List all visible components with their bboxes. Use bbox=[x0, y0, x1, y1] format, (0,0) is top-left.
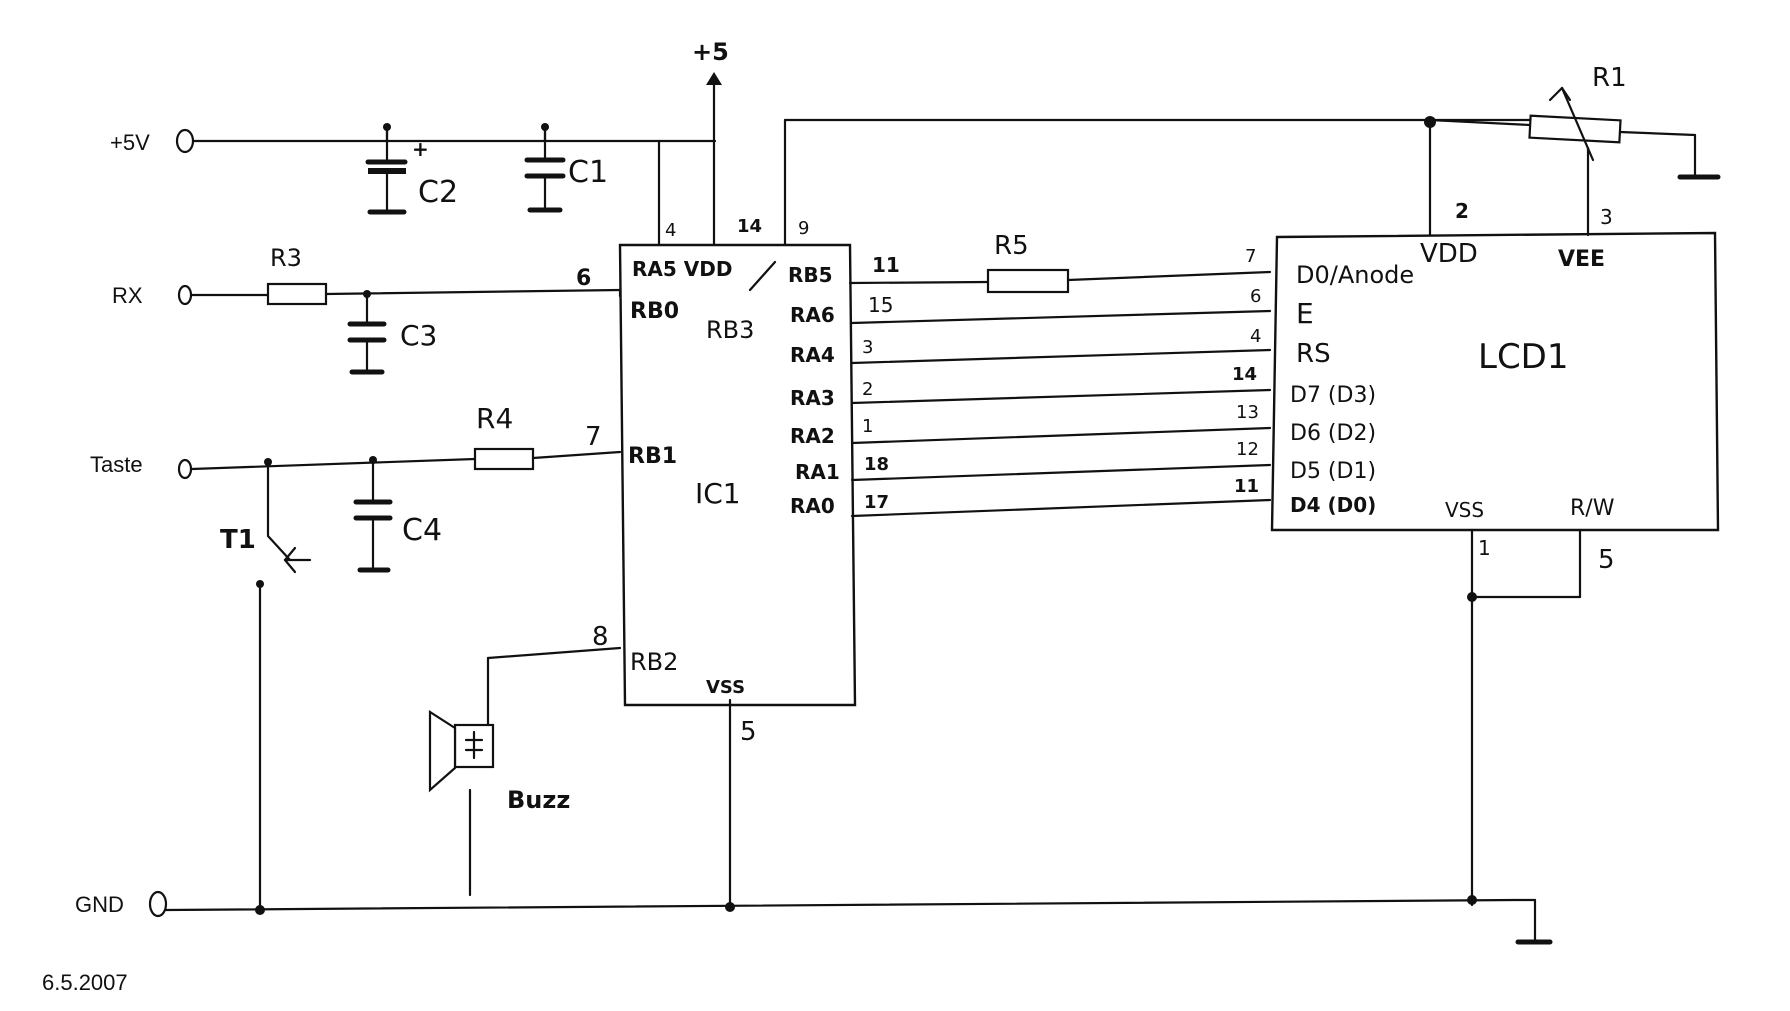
ic1-ra5-vdd: RA5 VDD bbox=[632, 257, 732, 281]
ic1-pin-vss: 5 bbox=[740, 717, 757, 747]
ic1-ra6: RA6 bbox=[790, 303, 835, 327]
buzzer-label: Buzz bbox=[507, 786, 570, 814]
vcc-rail bbox=[183, 98, 717, 247]
ic1-rb0: RB0 bbox=[630, 299, 679, 324]
button-line: Taste T1 R4 C4 bbox=[90, 402, 622, 912]
lcd1-pin-rs: 4 bbox=[1250, 326, 1261, 347]
lcd1-rs: RS bbox=[1296, 339, 1331, 369]
lcd1-pin-d5: 12 bbox=[1236, 439, 1259, 460]
ic1-ra1: RA1 bbox=[795, 460, 840, 484]
ic1-rb5: RB5 bbox=[788, 263, 833, 287]
ic1-pin-ra3: 2 bbox=[862, 379, 873, 400]
r4-label: R4 bbox=[476, 402, 513, 435]
t1-label: T1 bbox=[220, 525, 256, 555]
r5-label: R5 bbox=[994, 231, 1029, 261]
ic1-pin-rb2: 8 bbox=[592, 622, 609, 652]
ic1-vss: VSS bbox=[706, 677, 745, 698]
lcd1-pin-d4: 11 bbox=[1234, 476, 1259, 497]
vcc-label: +5V bbox=[110, 130, 150, 155]
lcd1-d6: D6 (D2) bbox=[1290, 421, 1376, 446]
ic1-pin-ra0: 17 bbox=[864, 492, 889, 513]
lcd1-pin-vss: 1 bbox=[1478, 536, 1491, 560]
gnd-label: GND bbox=[75, 892, 124, 917]
lcd1-d0: D0/Anode bbox=[1296, 261, 1414, 289]
gnd-rail: GND bbox=[75, 890, 1553, 945]
ic1-rb3: RB3 bbox=[706, 316, 754, 344]
capacitor-c2: + C2 bbox=[365, 125, 458, 215]
lcd1-vee: VEE bbox=[1558, 247, 1605, 272]
capacitor-c1: C1 bbox=[524, 125, 608, 213]
ic1-pin-vdd: 14 bbox=[737, 216, 762, 237]
rx-line: RX R3 C3 bbox=[112, 244, 622, 375]
lcd1-rw: R/W bbox=[1570, 496, 1615, 521]
ic1-rb1: RB1 bbox=[628, 444, 677, 469]
ic1-name: IC1 bbox=[695, 477, 741, 510]
supply-label: +5 bbox=[692, 38, 729, 66]
ic1-ra3: RA3 bbox=[790, 386, 835, 410]
ic1-pin-rb1: 7 bbox=[585, 422, 602, 452]
junctions bbox=[363, 116, 1436, 298]
lcd-ground-wire bbox=[1467, 528, 1582, 907]
ic1-pin-rb3: 9 bbox=[798, 218, 809, 239]
lcd1-d7: D7 (D3) bbox=[1290, 383, 1376, 408]
vcc-terminal: +5V bbox=[110, 128, 195, 155]
lcd1-vss: VSS bbox=[1445, 498, 1484, 522]
lcd1-pin-vee: 3 bbox=[1600, 205, 1613, 229]
ic1-pin-ra1: 18 bbox=[864, 454, 889, 475]
ic1-ra2: RA2 bbox=[790, 424, 835, 448]
c2-label: C2 bbox=[418, 175, 458, 210]
lcd1-vdd: VDD bbox=[1420, 239, 1478, 269]
ic1-pin-ra4: 3 bbox=[862, 337, 873, 358]
lcd1: LCD1 VDD VEE D0/Anode E RS D7 (D3) D6 (D… bbox=[1232, 199, 1720, 575]
ic1-pin-ra6: 15 bbox=[868, 293, 893, 317]
lcd1-d4: D4 (D0) bbox=[1290, 493, 1376, 517]
lcd1-pin-d6: 13 bbox=[1236, 402, 1259, 423]
c1-label: C1 bbox=[568, 155, 608, 190]
data-bus: R5 bbox=[848, 231, 1272, 518]
lcd1-d5: D5 (D1) bbox=[1290, 459, 1376, 484]
date-label: 6.5.2007 bbox=[42, 970, 128, 995]
rx-label: RX bbox=[112, 283, 143, 308]
ic1-pin-rb0: 6 bbox=[576, 266, 591, 291]
lcd1-pin-vdd: 2 bbox=[1455, 199, 1469, 223]
r1-label: R1 bbox=[1592, 63, 1627, 93]
lcd1-pin-d7: 14 bbox=[1232, 364, 1257, 385]
ic1-pin-rb5: 11 bbox=[872, 253, 900, 277]
lcd1-pin-rw: 5 bbox=[1598, 545, 1615, 575]
c4-label: C4 bbox=[402, 513, 442, 548]
buzzer: Buzz bbox=[428, 646, 622, 897]
ic1-ra0: RA0 bbox=[790, 494, 835, 518]
lcd1-name: LCD1 bbox=[1478, 337, 1569, 377]
c2-polarity: + bbox=[412, 137, 429, 161]
lcd1-e: E bbox=[1296, 297, 1314, 330]
ic1-pin-ra5: 4 bbox=[665, 220, 676, 241]
potentiometer-r1: R1 bbox=[1528, 63, 1627, 162]
ic1: IC1 RA5 VDD RB0 RB3 RB1 RB2 VSS RB5 RA6 … bbox=[576, 216, 900, 907]
c3-label: C3 bbox=[400, 319, 437, 352]
r3-label: R3 bbox=[270, 244, 302, 272]
ic1-rb2: RB2 bbox=[630, 648, 678, 676]
lcd1-pin-d0: 7 bbox=[1245, 246, 1256, 267]
vdd-wire bbox=[783, 118, 1721, 247]
supply-arrow: +5 bbox=[692, 38, 729, 102]
button-label: Taste bbox=[90, 452, 143, 477]
ic1-ra4: RA4 bbox=[790, 343, 835, 367]
lcd1-pin-e: 6 bbox=[1250, 286, 1261, 307]
ic1-pin-ra2: 1 bbox=[862, 416, 873, 437]
